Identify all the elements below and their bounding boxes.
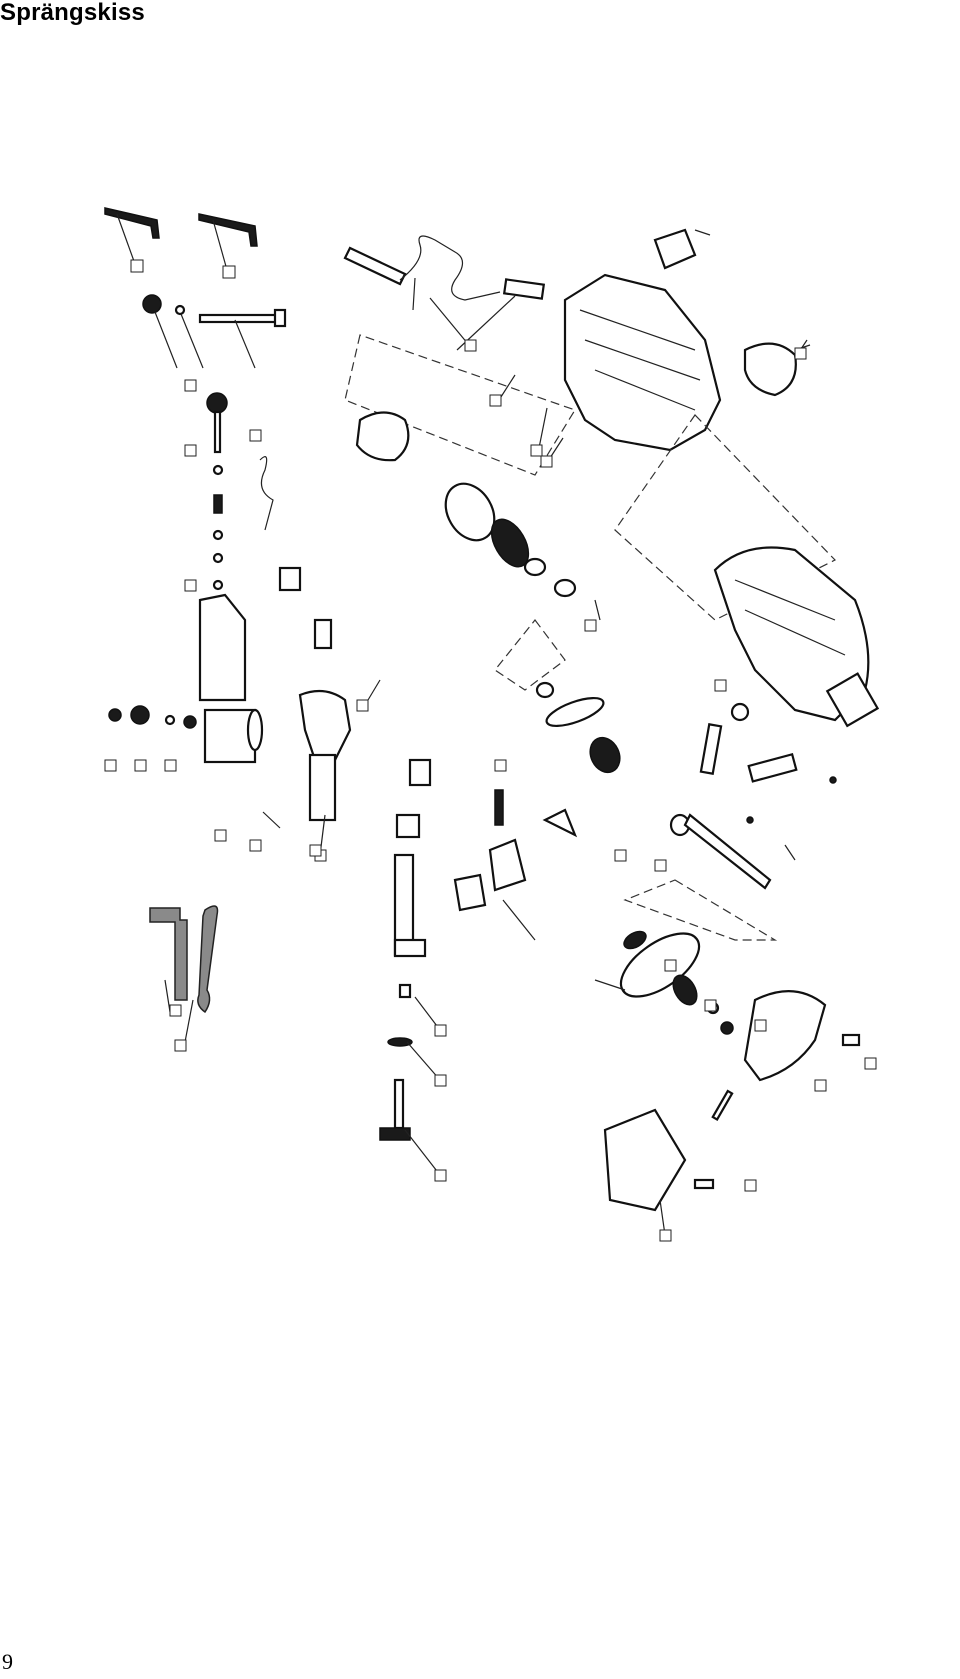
gear-icon [355, 411, 621, 774]
part-number-tags [104, 297, 877, 1242]
guide-housing-icon [108, 566, 352, 822]
power-plug-icon [343, 235, 546, 351]
column-icon [206, 392, 274, 591]
wrench-icon [149, 905, 219, 1043]
page-number: 9 [2, 1649, 13, 1674]
exploded-view-diagram [95, 200, 955, 1340]
hex-key-icon [104, 207, 258, 279]
bolt-icon [142, 294, 287, 369]
blade-icon [619, 930, 734, 1035]
slide-rail-icon [379, 758, 578, 1141]
blade-guard-icon [603, 990, 861, 1212]
motor-housing-icon [563, 228, 811, 452]
shaft-icon [669, 776, 837, 890]
page-title: Sprängskiss [0, 0, 145, 26]
exploded-view-diagram-icon [104, 207, 880, 1242]
handle-icon [699, 546, 880, 783]
